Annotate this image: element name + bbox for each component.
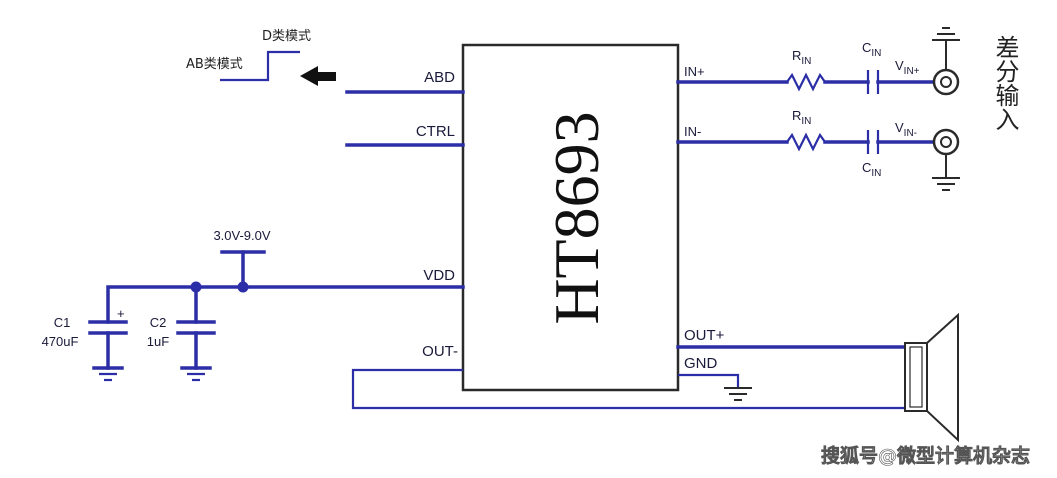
out-plus-pin-label: OUT+ [684, 327, 725, 344]
ground-icon [92, 366, 124, 382]
ground-icon [724, 387, 752, 401]
rin-label-minus: RIN [792, 108, 811, 127]
c1-name: C1 [54, 315, 71, 330]
ground-icon [180, 366, 212, 382]
ab-class-mode-label: AB类模式 [186, 57, 243, 72]
left-arrow-icon [300, 66, 336, 86]
vin-plus-label: VIN+ [895, 58, 920, 77]
abd-pin-label: ABD [424, 69, 455, 86]
speaker-icon [904, 312, 959, 443]
cin-label-minus: CIN [862, 160, 881, 179]
d-class-mode-label: D类模式 [262, 29, 311, 44]
out-minus-pin-label: OUT- [422, 343, 458, 360]
input-jack-plus-icon [932, 68, 960, 96]
c1-polarity: + [117, 306, 125, 321]
rin-label-plus: RIN [792, 48, 811, 67]
ctrl-pin-label: CTRL [416, 123, 455, 140]
supply-voltage-range: 3.0V-9.0V [213, 228, 270, 243]
cin-label-plus: CIN [862, 40, 881, 59]
mode-step-signal [220, 50, 300, 82]
vdd-pin-label: VDD [423, 267, 455, 284]
differential-input-label: 差分输入 [991, 35, 1019, 131]
chip-name: HT8693 [541, 111, 612, 324]
in-plus-pin-label: IN+ [684, 64, 705, 79]
in-minus-pin-label: IN- [684, 124, 701, 139]
chip-body [461, 43, 680, 392]
vin-minus-label: VIN- [895, 120, 917, 139]
c2-name: C2 [150, 315, 167, 330]
gnd-wire [678, 373, 740, 388]
rin-resistor-plus [786, 72, 826, 92]
gnd-pin-label: GND [684, 355, 718, 372]
input-jack-minus-icon [932, 128, 960, 156]
watermark: 搜狐号@微型计算机杂志 [821, 444, 1030, 467]
vdd-rail [106, 285, 465, 324]
ground-icon [932, 27, 960, 41]
c2-value: 1uF [147, 334, 169, 349]
ground-icon [932, 177, 960, 191]
out-minus-wire [351, 368, 905, 410]
c1-value: 470uF [42, 334, 79, 349]
rin-resistor-minus [786, 132, 826, 152]
